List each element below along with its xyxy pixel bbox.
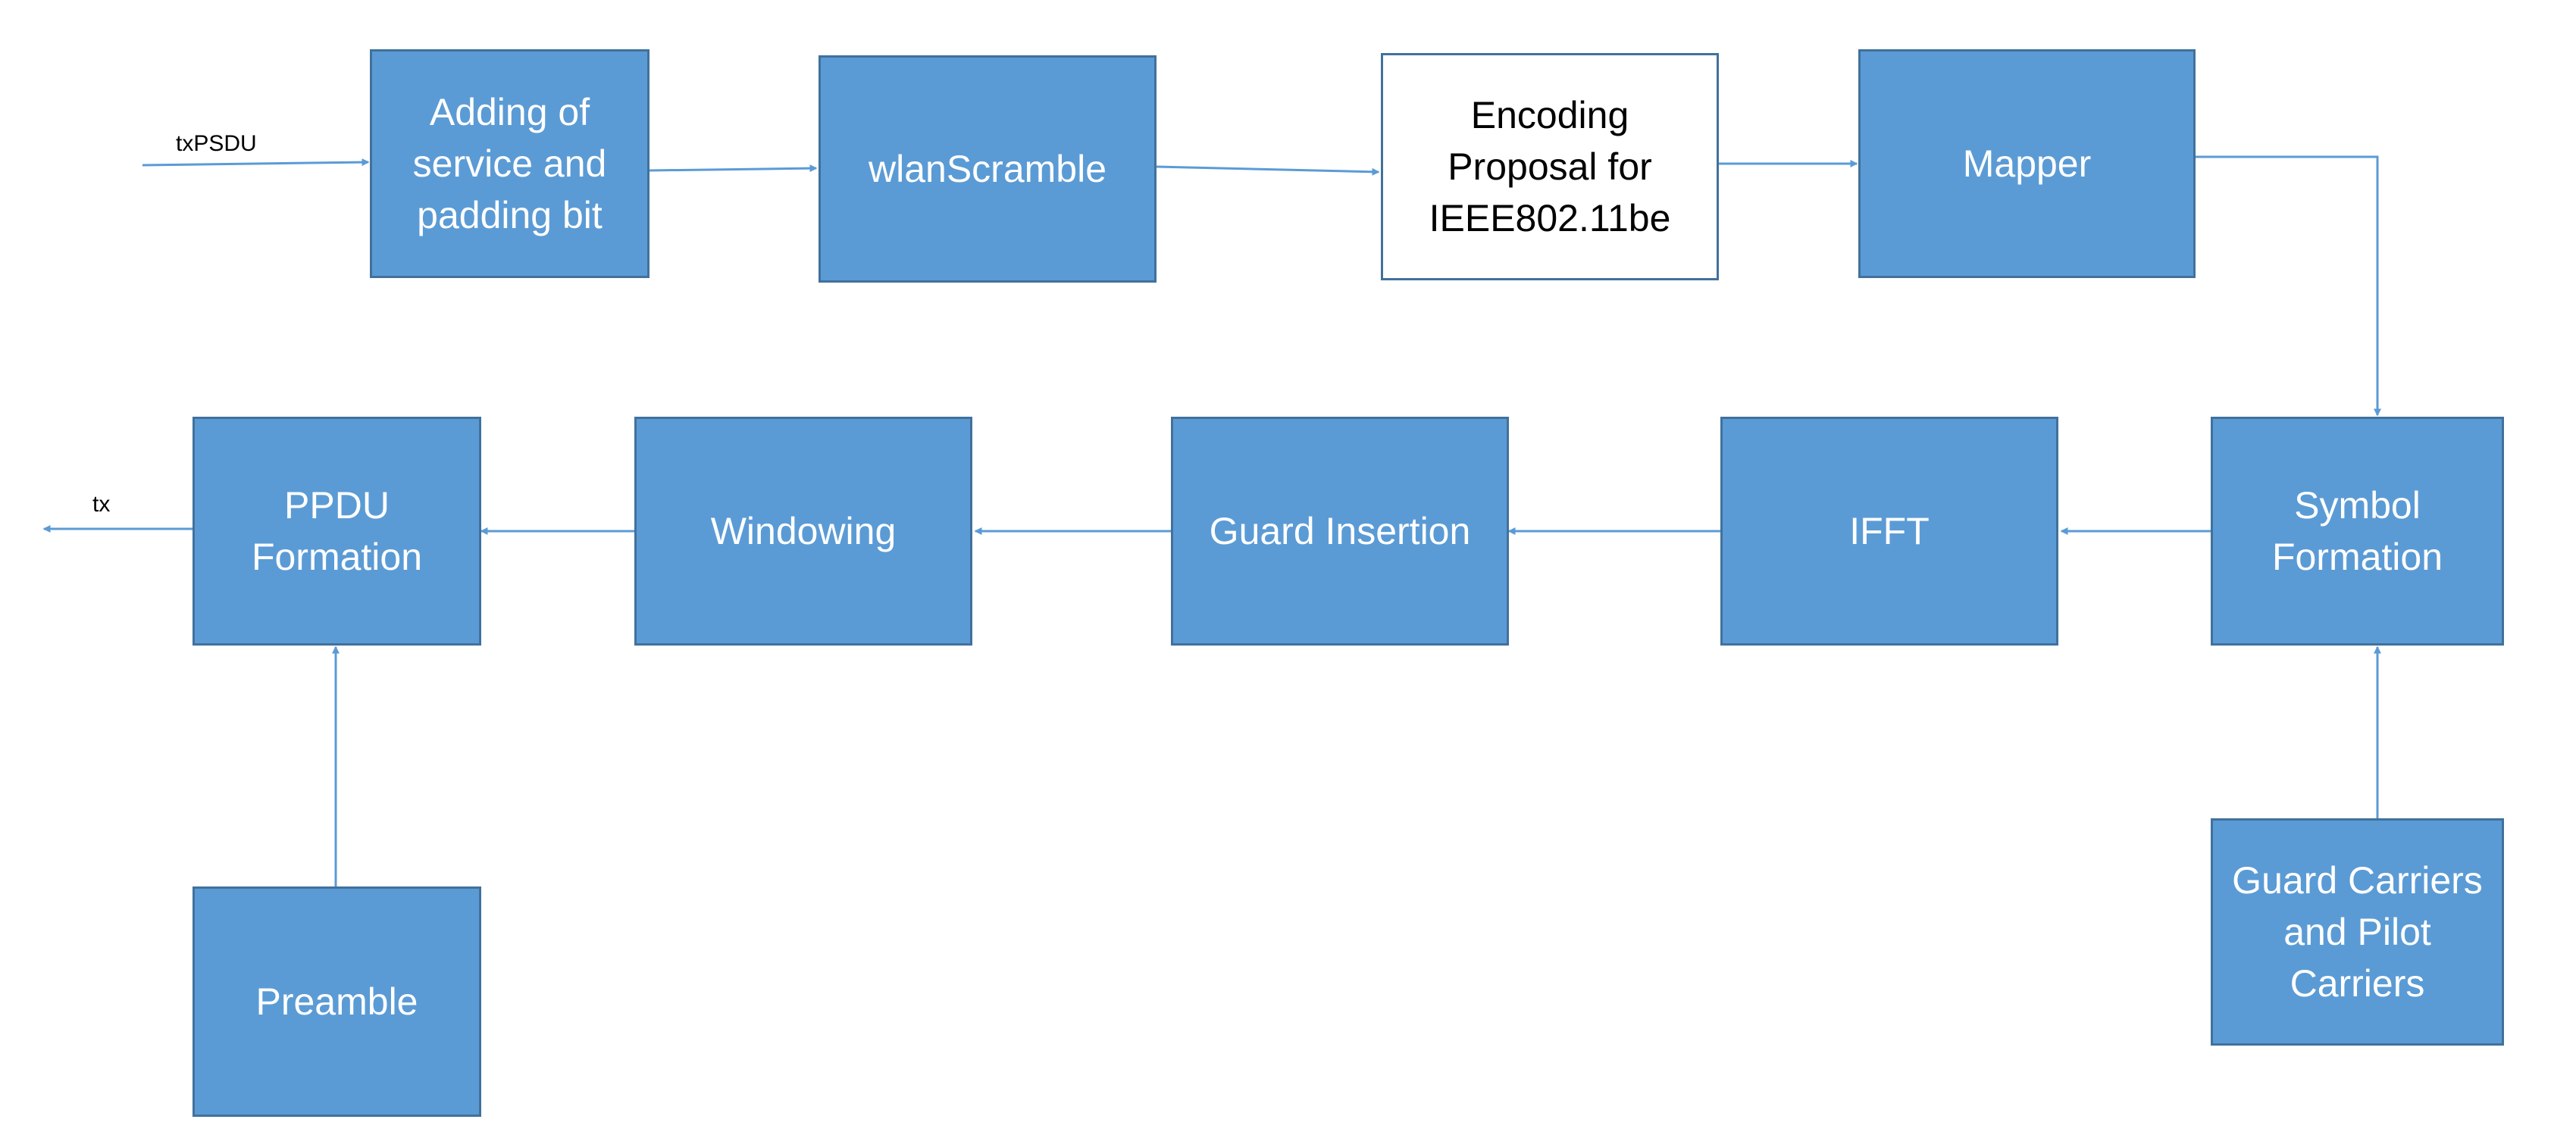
encoding-proposal-block: Encoding Proposal for IEEE802.11be xyxy=(1381,53,1719,280)
guard-insertion-block: Guard Insertion xyxy=(1171,417,1509,646)
symbol-formation-block: Symbol Formation xyxy=(2211,417,2504,646)
mapper-block: Mapper xyxy=(1858,49,2196,278)
arrow-adding-service-to-wlan-scramble xyxy=(649,164,818,173)
adding-service-padding-block: Adding of service and padding bit xyxy=(370,49,649,278)
output-signal-label: tx xyxy=(92,492,111,517)
preamble-block: Preamble xyxy=(192,886,481,1117)
input-signal-label: txPSDU xyxy=(176,131,257,156)
arrow-input-to-adding-service xyxy=(142,158,370,167)
ppdu-formation-block: PPDU Formation xyxy=(192,417,481,646)
arrow-mapper-to-symbol-formation xyxy=(2196,155,2381,417)
wlan-scramble-block: wlanScramble xyxy=(818,55,1157,283)
guard-pilot-carriers-block: Guard Carriers and Pilot Carriers xyxy=(2211,818,2504,1046)
ifft-block: IFFT xyxy=(1720,417,2058,646)
arrow-wlan-scramble-to-encoding xyxy=(1156,165,1380,176)
windowing-block: Windowing xyxy=(634,417,972,646)
